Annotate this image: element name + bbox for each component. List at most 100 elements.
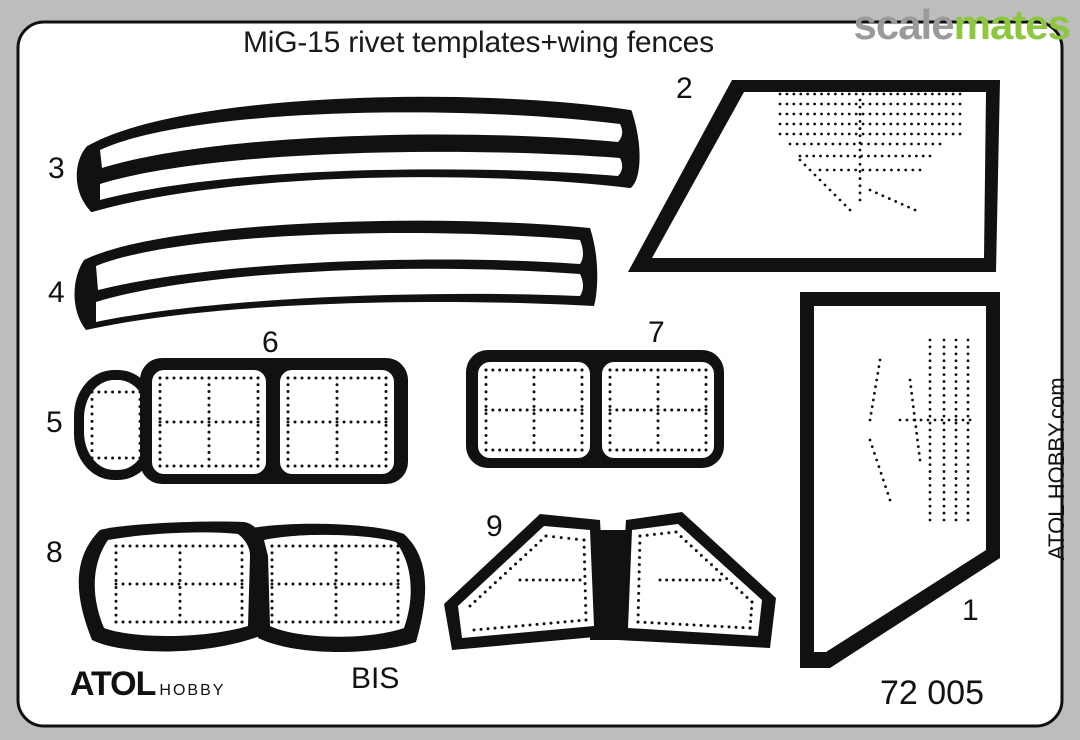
rivet-dot [875, 132, 879, 136]
rivet-dot [858, 162, 862, 166]
rivet-dot [918, 458, 922, 462]
rivet-dot [583, 574, 587, 578]
rivet-dot [498, 448, 502, 452]
rivet-dot [256, 420, 260, 424]
rivet-dot [608, 404, 612, 408]
rivet-dot [785, 132, 789, 136]
rivet-dot [314, 376, 318, 380]
rivet-dot [319, 582, 323, 586]
rivet-dot [848, 208, 852, 212]
rivet-dot [347, 544, 351, 548]
rivet-dot [656, 390, 660, 394]
rivet-dot [635, 448, 639, 452]
rivet-dot [854, 102, 858, 106]
rivet-dot [713, 624, 717, 628]
rivet-dot [240, 606, 244, 610]
rivet-dot [622, 368, 626, 372]
rivet-dot [704, 375, 708, 379]
rivet-dot [928, 387, 932, 390]
rivet-dot [286, 464, 290, 468]
rivet-dot [930, 132, 934, 136]
rivet-dot [334, 558, 338, 562]
rivet-dot [817, 142, 820, 146]
rivet-dot [635, 368, 639, 372]
rivet-dot [928, 400, 932, 404]
rivet-dot [114, 582, 118, 586]
rivet-dot [827, 132, 830, 136]
rivet-dot [335, 417, 339, 421]
rivet-dot [926, 418, 930, 422]
rivet-dot [484, 408, 488, 412]
rivet-dot [966, 352, 970, 356]
rivet-dot [484, 375, 488, 379]
rivet-dot [207, 420, 211, 424]
fret-title: MiG-15 rivet templates+wing fences [243, 26, 714, 59]
rivet-dot [954, 387, 958, 390]
rivet-dot [858, 98, 862, 102]
rivet-dot [240, 558, 244, 562]
rivet-dot [158, 420, 162, 424]
rivet-dot [699, 623, 703, 627]
rivet-dot [881, 194, 885, 198]
rivet-dot [156, 582, 160, 586]
rivet-dot [917, 132, 920, 136]
rivet-dot [511, 448, 515, 452]
rivet-dot [645, 533, 649, 537]
rivet-dot [149, 620, 153, 624]
rivet-dot [871, 398, 875, 402]
rivet-dot [889, 132, 893, 136]
rivet-dot [384, 457, 388, 461]
rivet-dot [321, 464, 325, 468]
rivet-dot [583, 596, 587, 600]
part-label-3: 3 [48, 152, 65, 185]
rivet-dot [798, 158, 802, 162]
rivet-dot [240, 620, 244, 624]
rivet-dot [158, 396, 162, 400]
rivet-dot [966, 400, 970, 404]
rivet-dot [868, 132, 872, 136]
rivet-dot [486, 627, 490, 631]
rivet-dot [966, 518, 970, 522]
rivet-dot [114, 544, 118, 548]
rivet-dot [356, 420, 360, 424]
rivet-dot [928, 477, 932, 480]
rivet-dot [750, 607, 753, 610]
part-2-template [628, 80, 1000, 272]
rivet-dot [656, 375, 660, 379]
rivet-dot [158, 403, 162, 407]
rivet-dot [546, 448, 550, 452]
rivet-dot [172, 420, 176, 424]
rivet-dot [917, 451, 921, 455]
rivet-dot [377, 420, 381, 424]
rivet-dot [270, 544, 274, 548]
rivet-dot [305, 582, 309, 586]
rivet-dot [785, 92, 789, 96]
rivet-dot [966, 435, 970, 439]
rivet-dot [954, 497, 958, 501]
rivet-dot [342, 376, 346, 380]
rivet-dot [820, 122, 823, 126]
rivet-dot [205, 620, 209, 624]
rivet-dot [903, 112, 907, 116]
rivet-dot [286, 450, 290, 454]
rivet-dot [961, 418, 965, 422]
rivet-dot [545, 578, 549, 582]
rivet-dot [233, 582, 237, 586]
rivet-dot [539, 408, 543, 412]
rivet-dot [828, 188, 832, 192]
rivet-dot [90, 434, 94, 438]
rivet-dot [954, 373, 958, 377]
rivet-dot [507, 625, 511, 629]
rivet-dot [249, 376, 253, 380]
rivet-dot [917, 122, 920, 126]
rivet-dot [363, 376, 367, 380]
rivet-dot [158, 444, 162, 448]
rivet-dot [270, 558, 274, 562]
rivet-dot [861, 92, 865, 96]
rivet-dot [917, 142, 920, 146]
rivet-dot [128, 544, 132, 548]
rivet-dot [944, 112, 948, 116]
rivet-dot [858, 141, 862, 145]
rivet-dot [806, 132, 810, 136]
rivet-dot [293, 420, 297, 424]
